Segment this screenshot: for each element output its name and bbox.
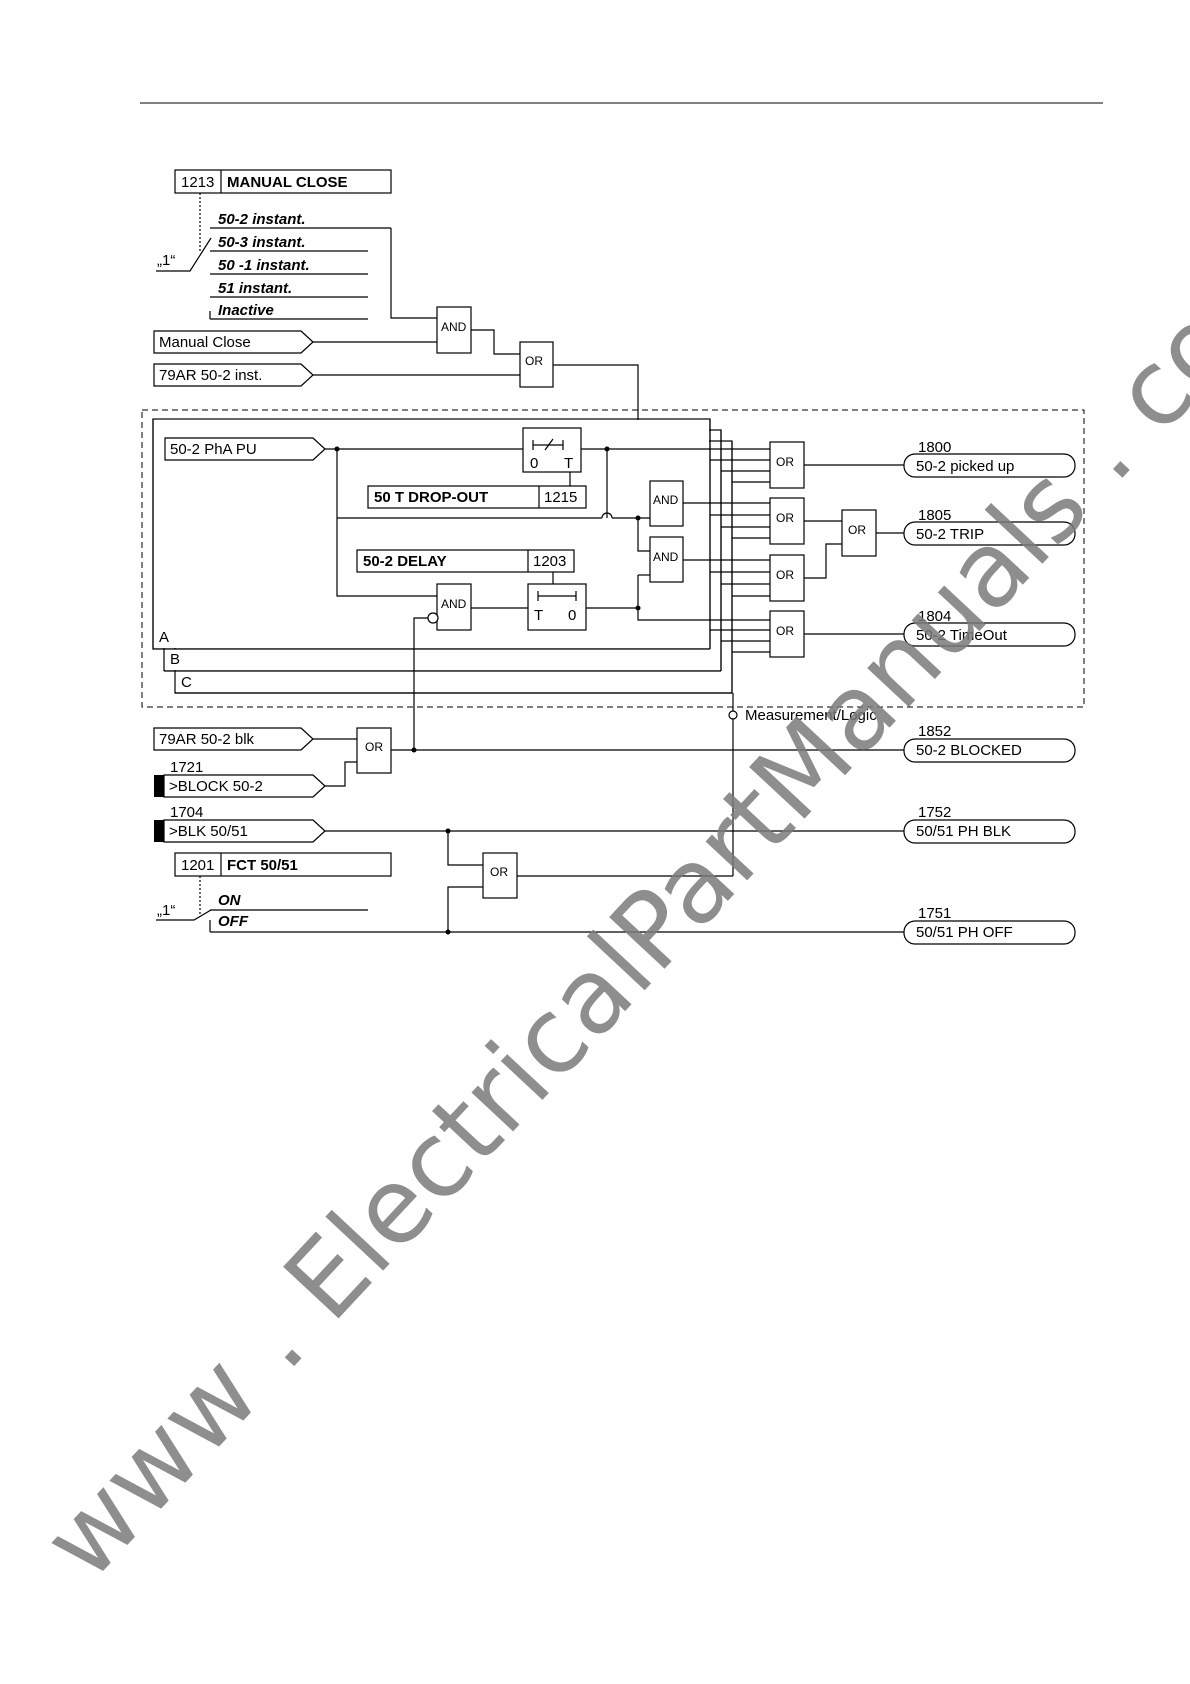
input-blk-50-51-label: >BLK 50/51: [169, 823, 248, 840]
switch-marker-1213: „1“: [157, 252, 175, 269]
svg-text:AND: AND: [653, 493, 679, 507]
svg-text:T: T: [564, 455, 573, 472]
phase-label-a: A: [159, 629, 169, 646]
input-79ar-inst-label: 79AR 50-2 inst.: [159, 367, 262, 384]
param-1213-number: 1213: [181, 174, 214, 191]
output-1752-label: 50/51 PH BLK: [916, 823, 1011, 840]
output-1752: [903, 819, 1076, 844]
and-gate-pickup: [649, 480, 684, 527]
svg-text:0: 0: [568, 607, 576, 624]
param-1201-box: [174, 852, 392, 877]
input-79ar-blk-label: 79AR 50-2 blk: [159, 731, 255, 748]
svg-text:AND: AND: [653, 550, 679, 564]
fct-option-off: OFF: [218, 913, 249, 930]
param-1213-title: MANUAL CLOSE: [227, 174, 348, 191]
option-50-2-instant: 50-2 instant.: [218, 211, 306, 228]
measurement-node: [728, 710, 738, 720]
measurement-region: [141, 409, 1085, 708]
and-gate-manual-close: [436, 306, 472, 354]
svg-text:0: 0: [530, 455, 538, 472]
output-1804: [903, 622, 1076, 647]
svg-text:OR: OR: [776, 511, 794, 525]
param-1215-number: 1215: [544, 489, 577, 506]
input-blk-50-51: [163, 819, 326, 843]
phase-label-c: C: [181, 674, 192, 691]
option-51-instant: 51 instant.: [218, 280, 292, 297]
or-gate-manual-close: [519, 341, 554, 388]
output-1804-label: 50-2 TimeOut: [916, 627, 1008, 644]
svg-text:T: T: [534, 607, 543, 624]
param-1213-box: [174, 169, 392, 194]
svg-text:OR: OR: [776, 455, 794, 469]
param-1201-number: 1201: [181, 857, 214, 874]
output-1800-number: 1800: [918, 439, 951, 456]
svg-text:OR: OR: [365, 740, 383, 754]
svg-text:OR: OR: [525, 354, 543, 368]
phase-label-b: B: [170, 651, 180, 668]
output-1751-number: 1751: [918, 905, 951, 922]
input-block-50-2-label: >BLOCK 50-2: [169, 778, 263, 795]
param-1201-title: FCT 50/51: [227, 857, 298, 874]
param-1203-number: 1203: [533, 553, 566, 570]
svg-text:OR: OR: [848, 523, 866, 537]
or-gate-trip-final: [841, 509, 877, 557]
svg-text:OR: OR: [776, 568, 794, 582]
param-1215-box: [367, 485, 587, 509]
output-1800: [903, 453, 1076, 478]
input-manual-close: [153, 330, 314, 354]
output-1800-label: 50-2 picked up: [916, 458, 1014, 475]
input-79ar-inst: [153, 363, 314, 387]
input-79ar-blk: [153, 727, 314, 751]
input-50-2-pha-pu: [164, 437, 326, 461]
svg-text:AND: AND: [441, 597, 467, 611]
or-gate-picked-up: [769, 441, 805, 489]
option-50-3-instant: 50-3 instant.: [218, 234, 306, 251]
input-50-2-pha-pu-label: 50-2 PhA PU: [170, 441, 257, 458]
output-1805-label: 50-2 TRIP: [916, 526, 984, 543]
input-block-50-2: [163, 774, 326, 798]
output-1804-number: 1804: [918, 608, 951, 625]
or-gate-block: [356, 727, 392, 774]
switch-marker-1201: „1“: [157, 902, 175, 919]
output-1805: [903, 521, 1076, 546]
measurement-label: Measurement/Logic: [745, 707, 877, 724]
and-gate-delay: [649, 536, 684, 583]
output-1751-label: 50/51 PH OFF: [916, 924, 1013, 941]
option-inactive: Inactive: [218, 302, 274, 319]
output-1751: [903, 920, 1076, 945]
output-1852-label: 50-2 BLOCKED: [916, 742, 1022, 759]
param-1215-title: 50 T DROP-OUT: [374, 489, 488, 506]
param-1203-box: [356, 549, 575, 573]
or-gate-fct: [482, 852, 518, 899]
input-1721-number: 1721: [170, 759, 203, 776]
fct-option-on: ON: [218, 892, 242, 909]
output-1805-number: 1805: [918, 507, 951, 524]
watermark: www . ElectricalPartManuals . com: [19, 209, 1190, 1602]
input-1704-marker: [154, 820, 164, 842]
input-1704-number: 1704: [170, 804, 203, 821]
input-1721-marker: [154, 775, 164, 797]
input-manual-close-label: Manual Close: [159, 334, 251, 351]
param-1203-title: 50-2 DELAY: [363, 553, 447, 570]
or-gate-timeout: [769, 610, 805, 658]
output-1752-number: 1752: [918, 804, 951, 821]
or-gate-trip-1: [769, 497, 805, 545]
and-gate-delay-input: [436, 583, 472, 631]
output-1852-number: 1852: [918, 723, 951, 740]
output-1852: [903, 738, 1076, 763]
svg-text:OR: OR: [490, 865, 508, 879]
svg-text:OR: OR: [776, 624, 794, 638]
svg-text:AND: AND: [441, 320, 467, 334]
option-50-1-instant: 50 -1 instant.: [218, 257, 310, 274]
